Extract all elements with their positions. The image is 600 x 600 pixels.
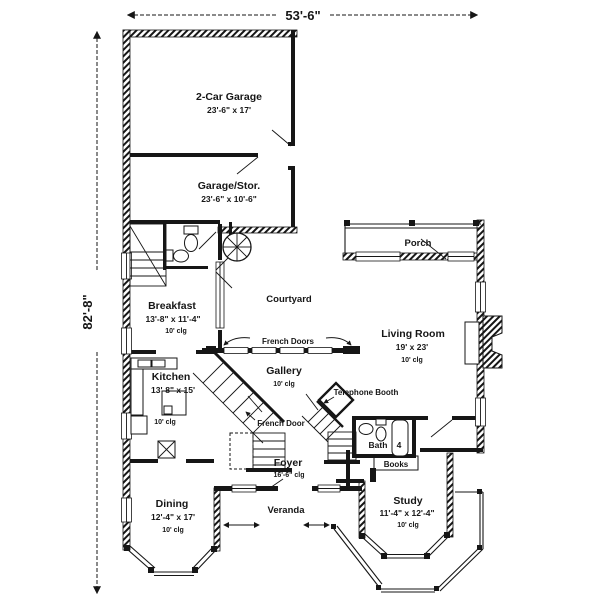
telephone-booth-label: Telephone Booth — [334, 388, 399, 397]
overall-depth-label: 82'-8" — [80, 294, 95, 329]
dimension-top: 53'-6" — [126, 8, 479, 23]
gallery: Gallery 10' clg French Door — [245, 365, 305, 428]
living-room-clg: 10' clg — [401, 357, 423, 364]
kitchen-sink — [151, 359, 166, 368]
window — [317, 484, 341, 493]
study-label: Study — [393, 495, 422, 507]
kitchen-clg: 10' clg — [154, 419, 176, 426]
window — [121, 327, 132, 355]
toilet-icon — [165, 249, 189, 263]
foyer-label: Foyer — [274, 457, 303, 469]
breakfast-area: Breakfast 13'-8" x 11'-4" 10' clg — [129, 223, 201, 335]
pantry-icon — [157, 440, 176, 459]
living-room: Living Room 19' x 23' 10' clg — [381, 315, 503, 369]
breakfast-size: 13'-8" x 11'-4" — [145, 314, 200, 324]
breakfast-label: Breakfast — [148, 300, 196, 312]
stair-landing — [229, 432, 254, 470]
toilet-icon — [375, 418, 387, 442]
living-room-size: 19' x 23' — [396, 342, 428, 352]
bookshelf — [373, 455, 419, 471]
dining-clg: 10' clg — [162, 527, 184, 534]
bay-window — [124, 545, 217, 577]
gallery-clg: 10' clg — [273, 381, 295, 388]
telephone-booth: Telephone Booth — [317, 381, 399, 419]
refrigerator-icon — [130, 415, 148, 435]
porch: Porch — [344, 220, 481, 253]
books-label: Books — [384, 460, 409, 469]
dining-size: 12'-4" x 17' — [151, 512, 195, 522]
bathtub-icon — [391, 419, 409, 457]
gallery-label: Gallery — [266, 365, 302, 377]
garage-size: 23'-6" x 17' — [207, 105, 251, 115]
study-clg: 10' clg — [397, 522, 419, 529]
bathroom: Bath 4 Books — [358, 418, 419, 471]
living-room-label: Living Room — [381, 328, 445, 340]
garage-stor-label: Garage/Stor. — [198, 180, 261, 192]
bay-window — [359, 532, 450, 559]
toilet-icon — [183, 225, 199, 252]
dining-room: Dining 12'-4" x 17' 10' clg — [124, 498, 217, 577]
door-swings — [198, 129, 453, 438]
fireplace-icon — [464, 315, 503, 369]
garage-stor-size: 23'-6" x 10'-6" — [201, 194, 257, 204]
courtyard: Courtyard French Doors — [222, 232, 352, 346]
window — [475, 281, 486, 313]
bath-number: 4 — [397, 440, 402, 450]
french-door-label: French Door — [257, 419, 305, 428]
kitchen: Kitchen 13'-8" x 15' 10' clg — [130, 357, 195, 459]
kitchen-sink — [137, 359, 152, 368]
veranda: Veranda — [223, 489, 484, 593]
window — [231, 484, 257, 493]
breakfast-clg: 10' clg — [165, 328, 187, 335]
french-doors-label: French Doors — [262, 337, 315, 346]
veranda-post — [477, 545, 482, 550]
study-size: 11'-4" x 12'-4" — [379, 508, 434, 518]
courtyard-label: Courtyard — [266, 294, 312, 305]
exterior-walls — [122, 29, 485, 552]
kitchen-island-sink — [163, 405, 173, 415]
porch-label: Porch — [405, 238, 432, 249]
window — [121, 497, 132, 523]
bath-label: Bath — [369, 440, 388, 450]
veranda-post — [434, 586, 439, 591]
porch-post — [344, 220, 350, 226]
overall-width-label: 53'-6" — [285, 8, 320, 23]
main-staircase — [192, 348, 286, 470]
window — [355, 251, 401, 262]
porch-post — [473, 220, 479, 226]
sink-icon — [358, 423, 374, 435]
kitchen-counter — [130, 368, 144, 416]
stair-top-left — [129, 223, 167, 287]
veranda-post — [331, 524, 336, 529]
dimension-left: 82'-8" — [80, 30, 101, 595]
dining-label: Dining — [156, 498, 189, 510]
study: Study 11'-4" x 12'-4" 10' clg — [359, 495, 450, 559]
veranda-post — [477, 489, 482, 494]
windows — [121, 251, 486, 523]
foyer: Foyer 16'-6" clg — [266, 457, 305, 491]
kitchen-size: 13'-8" x 15' — [151, 385, 195, 395]
back-staircase — [301, 400, 357, 461]
window — [121, 412, 132, 440]
window — [447, 251, 475, 262]
spiral-staircase-icon — [222, 232, 252, 262]
foyer-clg: 16'-6" clg — [273, 472, 304, 479]
window — [215, 261, 225, 329]
window — [475, 397, 486, 427]
kitchen-label: Kitchen — [152, 371, 191, 383]
veranda-label: Veranda — [268, 505, 306, 516]
porch-post — [409, 220, 415, 226]
window — [121, 252, 132, 280]
veranda-post — [376, 585, 381, 590]
garage-wing: 2-Car Garage 23'-6" x 17' Garage/Stor. 2… — [196, 91, 262, 204]
garage-label: 2-Car Garage — [196, 91, 262, 103]
